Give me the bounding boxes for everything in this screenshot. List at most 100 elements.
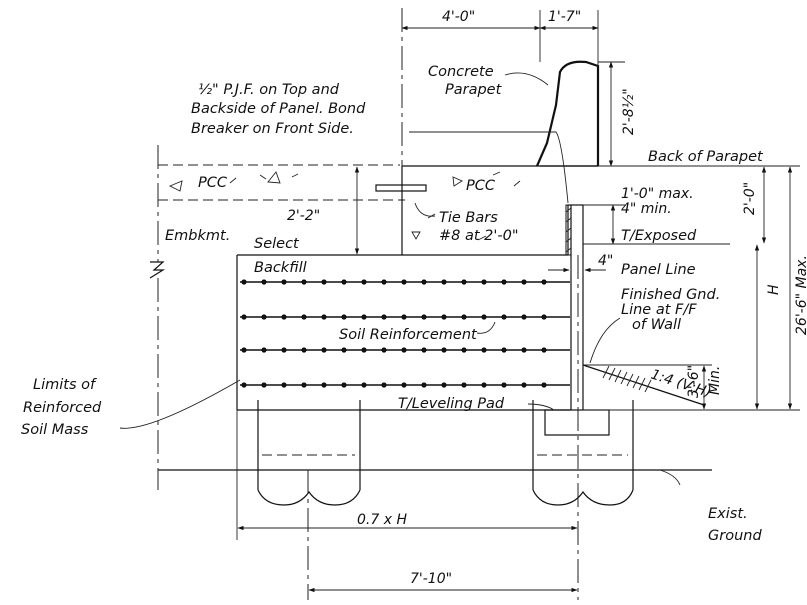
reinforcement-dot — [341, 314, 347, 320]
reinforcement-dot — [481, 382, 487, 388]
min-embed-dimension — [583, 364, 712, 410]
reinforcement-dot — [261, 314, 267, 320]
embankment-limit-line — [149, 145, 166, 490]
label-pcc-left: PCC — [198, 175, 228, 191]
exposed-dimension — [583, 204, 730, 245]
dim-h: H — [766, 284, 782, 295]
reinforcement-dot — [321, 347, 327, 353]
dim-slab-depth: 2'-2" — [287, 208, 320, 224]
reinforcement-dot — [521, 279, 527, 285]
reinforcement-dot — [541, 314, 547, 320]
label-concrete-parapet-1: Concrete — [428, 64, 494, 80]
pcc-hatch — [168, 171, 521, 241]
reinforcement-dot — [501, 314, 507, 320]
reinforcement-dot — [401, 314, 407, 320]
label-panel-line: Panel Line — [621, 262, 696, 278]
label-embkmt: Embkmt. — [165, 228, 230, 244]
dim-exposed-min: 4" min. — [621, 201, 672, 217]
dim-parapet-height: 2'-8½" — [621, 88, 637, 135]
dim-top-b: 1'-7" — [548, 9, 581, 25]
label-t-exposed: T/Exposed — [621, 228, 697, 244]
label-soil-reinforcement: Soil Reinforcement — [339, 327, 478, 343]
label-finished-gnd-3: of Wall — [632, 317, 681, 333]
reinforcement-dot — [361, 279, 367, 285]
label-limits-3: Soil Mass — [21, 422, 89, 438]
label-finished-gnd-1: Finished Gnd. — [621, 287, 720, 303]
reinforcement-dot — [461, 347, 467, 353]
label-pjf-1: ½" P.J.F. on Top and — [198, 82, 340, 98]
reinforcement-dot — [401, 347, 407, 353]
dim-bottom-span: 7'-10" — [410, 571, 452, 587]
label-limits-2: Reinforced — [23, 400, 102, 416]
label-finished-gnd-2: Line at F/F — [621, 302, 697, 318]
concrete-parapet — [535, 60, 600, 167]
soil-reinforcement-strips — [240, 279, 570, 388]
leaders — [119, 72, 681, 486]
reinforcement-dot — [301, 347, 307, 353]
tie-bar — [375, 184, 427, 192]
label-pcc-right: PCC — [466, 178, 496, 194]
label-limits-1: Limits of — [33, 377, 97, 393]
dim-panel-gap: 4" — [598, 253, 613, 269]
parapet-height-dimension — [598, 61, 625, 167]
reinforcement-dot — [421, 382, 427, 388]
reinforcement-dot — [441, 279, 447, 285]
reinforcement-dot — [341, 382, 347, 388]
reinforcement-dot — [521, 382, 527, 388]
label-select-backfill-2: Backfill — [254, 260, 307, 276]
reinforcement-dot — [481, 347, 487, 353]
reinforcement-dot — [241, 279, 247, 285]
reinforcement-dot — [301, 382, 307, 388]
panel-gap-dimension — [548, 258, 606, 276]
dim-exposed-max: 1'-0" max. — [621, 186, 694, 202]
reinforcement-dot — [481, 279, 487, 285]
reinforcement-dot — [321, 382, 327, 388]
reinforcement-dot — [461, 279, 467, 285]
reinforcement-dot — [281, 314, 287, 320]
reinforcement-dot — [501, 347, 507, 353]
dim-reinf-length: 0.7 x H — [357, 512, 407, 528]
dim-max-height: 26'-6" Max. — [794, 255, 807, 335]
reinforcement-dot — [541, 279, 547, 285]
reinforced-soil-mass — [236, 254, 570, 411]
reinforcement-dot — [281, 279, 287, 285]
label-select-backfill-1: Select — [254, 236, 300, 252]
reinforcement-dot — [361, 314, 367, 320]
reinforcement-dot — [361, 382, 367, 388]
reinforcement-dot — [381, 382, 387, 388]
reinforcement-dot — [381, 279, 387, 285]
label-tie-bars-2: #8 at 2'-0" — [439, 228, 519, 244]
finished-ground-slope — [582, 364, 705, 406]
reinforcement-dot — [281, 382, 287, 388]
label-back-of-parapet: Back of Parapet — [648, 149, 764, 165]
reinforcement-dot — [301, 314, 307, 320]
dim-top-a: 4'-0" — [442, 9, 475, 25]
label-slope: 1:4 (V:H) — [649, 367, 713, 401]
reinforcement-dot — [541, 347, 547, 353]
reinforcement-dot — [501, 279, 507, 285]
reinforcement-dot — [461, 382, 467, 388]
h-dimension — [583, 244, 800, 411]
reinforcement-dot — [521, 314, 527, 320]
label-pjf-3: Breaker on Front Side. — [191, 121, 354, 137]
reinforcement-dot — [321, 279, 327, 285]
reinforcement-dot — [321, 314, 327, 320]
reinforcement-dot — [301, 279, 307, 285]
wall-panel — [565, 204, 584, 410]
label-t-leveling-pad: T/Leveling Pad — [398, 396, 505, 412]
reinforcement-dot — [421, 314, 427, 320]
label-concrete-parapet-2: Parapet — [445, 82, 503, 98]
reinforcement-dot — [421, 279, 427, 285]
dim-right-2ft: 2'-0" — [742, 182, 758, 215]
reinforcement-dot — [441, 314, 447, 320]
dim-min-label: Min. — [707, 366, 723, 395]
label-pjf-2: Backside of Panel. Bond — [191, 101, 366, 117]
reinforcement-dot — [261, 382, 267, 388]
reinforcement-dot — [241, 382, 247, 388]
reinforcement-dot — [441, 347, 447, 353]
reinforcement-dot — [421, 347, 427, 353]
label-exist-ground-1: Exist. — [708, 506, 748, 522]
reinforcement-dot — [341, 347, 347, 353]
reinforcement-dot — [401, 279, 407, 285]
